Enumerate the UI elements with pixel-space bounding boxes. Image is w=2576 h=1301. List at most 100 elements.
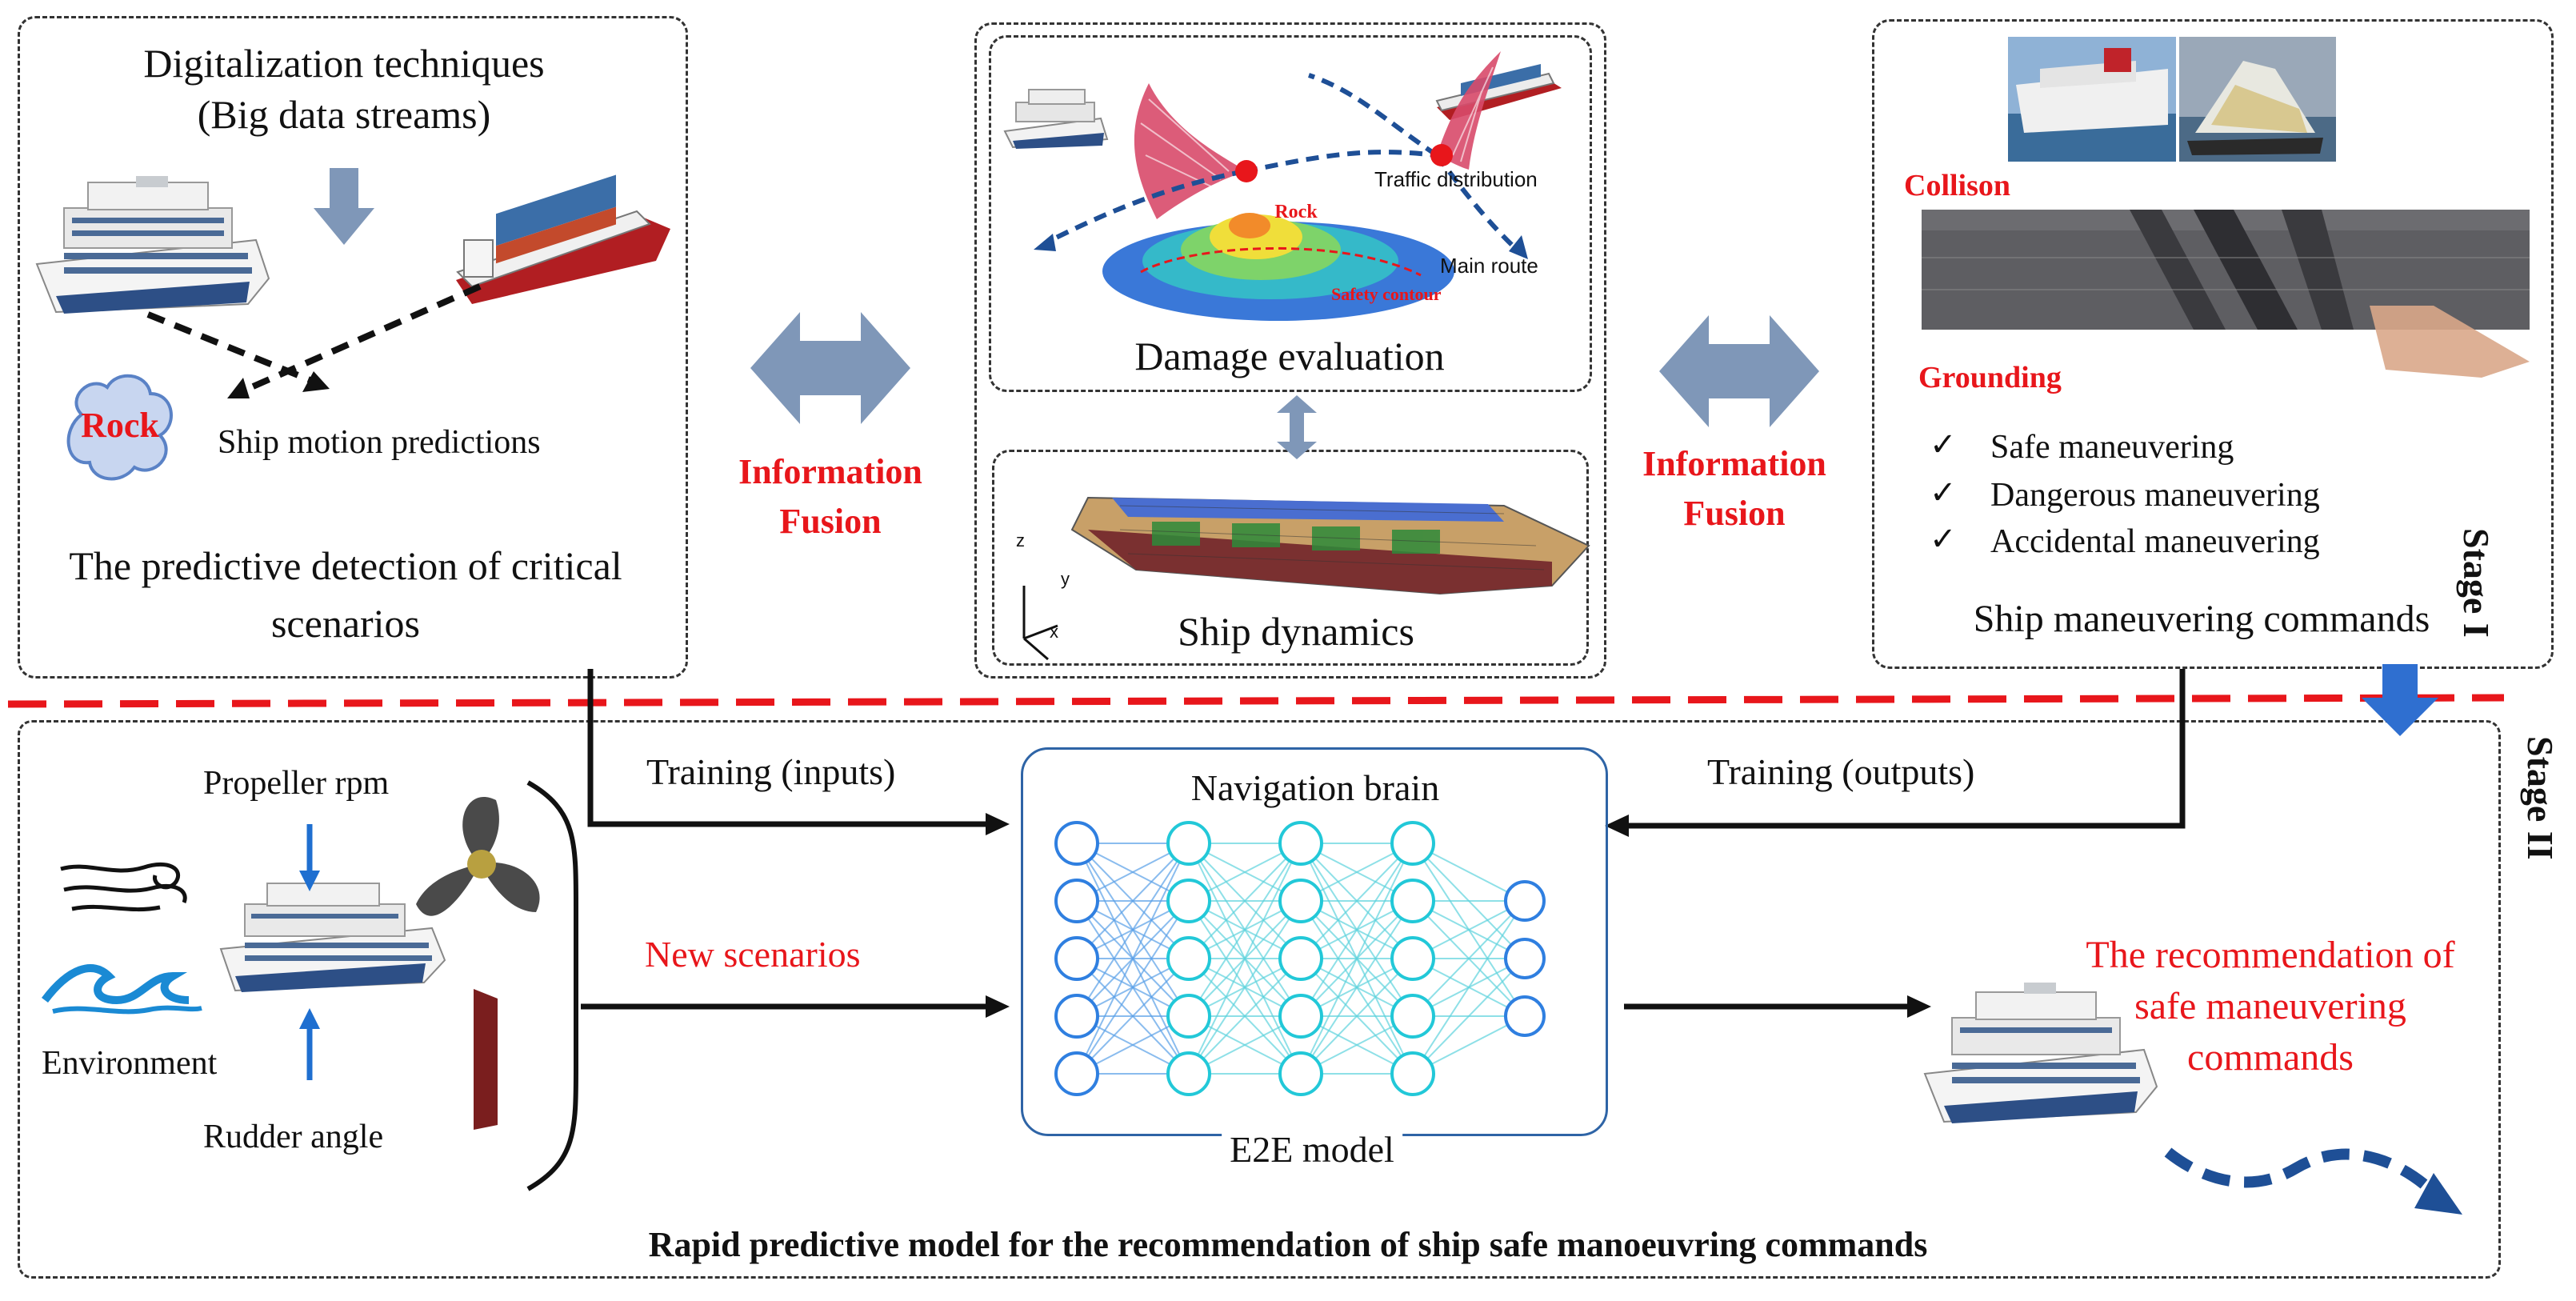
- nn-node: [1390, 821, 1435, 866]
- nn-node: [1390, 1051, 1435, 1096]
- nn-node: [1166, 821, 1211, 866]
- fusion-right-line2: Fusion: [1683, 494, 1786, 533]
- training-outputs-label: Training (outputs): [1707, 751, 1975, 792]
- nn-node: [1166, 1051, 1211, 1096]
- nn-node: [1054, 879, 1099, 923]
- fusion-right-line1: Information: [1642, 444, 1826, 483]
- checklist-item-dangerous: Dangerous maneuvering: [1990, 477, 2320, 514]
- nn-connection: [1188, 843, 1302, 1017]
- nn-node: [1054, 936, 1099, 981]
- rock-label: Rock: [81, 406, 159, 445]
- e2e-model-label: E2E model: [1222, 1129, 1402, 1171]
- ship-dynamics-caption: Ship dynamics: [1178, 609, 1414, 654]
- collision-label: Collison: [1904, 169, 2011, 202]
- nn-connection: [1076, 843, 1190, 1075]
- input-arrows-icon: [299, 824, 320, 1080]
- propeller-rpm-label: Propeller rpm: [203, 765, 390, 802]
- nn-node: [1166, 936, 1211, 981]
- critical-scenarios-caption-2: scenarios: [270, 601, 421, 646]
- nn-connection: [1412, 958, 1526, 1075]
- nn-connection: [1300, 843, 1414, 1017]
- ship-trajectory-arrows: [146, 283, 482, 398]
- critical-scenarios-caption-1: The predictive detection of critical: [69, 543, 622, 588]
- panel-maneuvering-commands: [1872, 19, 2554, 669]
- damage-map-illustration: [1003, 51, 1562, 321]
- nn-connection: [1412, 900, 1526, 1017]
- nn-node: [1278, 1051, 1323, 1096]
- panel-damage-evaluation: [989, 35, 1592, 392]
- axis-y-label: y: [1061, 569, 1070, 589]
- nn-connection: [1188, 958, 1302, 1075]
- vertical-double-arrow-icon: [1277, 395, 1317, 459]
- nn-node: [1390, 936, 1435, 981]
- nn-node: [1278, 936, 1323, 981]
- fusion-double-arrow-left: [750, 312, 910, 424]
- nn-node: [1504, 880, 1546, 922]
- nn-connection: [1300, 843, 1414, 1075]
- checklist-item-safe: Safe maneuvering: [1990, 429, 2234, 466]
- digitalization-heading: Digitalization techniques: [143, 41, 545, 86]
- training-inputs-label: Training (inputs): [646, 751, 896, 792]
- safe-route-arrow: [2164, 1147, 2462, 1215]
- navigation-brain-title: Navigation brain: [1190, 767, 1440, 808]
- fusion-double-arrow-right: [1659, 315, 1819, 427]
- panel-critical-scenarios: [18, 16, 688, 679]
- input-ship-image: [219, 883, 446, 992]
- panel-fusion-center: [974, 22, 1606, 679]
- nn-node: [1054, 821, 1099, 866]
- nn-connection: [1188, 900, 1302, 1075]
- cruise-ship-small-image: [1003, 89, 1109, 149]
- stage-transition-arrow-icon: [2362, 664, 2438, 736]
- nn-node: [1278, 821, 1323, 866]
- big-data-heading: (Big data streams): [197, 92, 491, 137]
- fusion-left-line2: Fusion: [779, 502, 882, 541]
- maneuvering-commands-caption: Ship maneuvering commands: [1973, 598, 2430, 640]
- input-bracket: [526, 780, 578, 1191]
- rudder-angle-label: Rudder angle: [203, 1119, 384, 1155]
- rudder-icon: [474, 989, 498, 1130]
- seabed-terrain: [1102, 213, 1454, 321]
- stage-two-caption: Rapid predictive model for the recommend…: [648, 1225, 1928, 1264]
- container-ship-image: [456, 174, 670, 304]
- nn-connection: [1412, 900, 1526, 1075]
- down-arrow-icon: [314, 168, 374, 245]
- nn-node: [1278, 994, 1323, 1039]
- collision-simulation-image: [1922, 210, 2530, 378]
- nn-connection: [1076, 843, 1190, 1017]
- cruise-ship-image: [35, 176, 270, 314]
- environment-label: Environment: [42, 1045, 218, 1082]
- nn-connection: [1076, 900, 1190, 1075]
- nn-node: [1278, 879, 1323, 923]
- damage-evaluation-caption: Damage evaluation: [1134, 334, 1445, 378]
- new-scenarios-label: New scenarios: [645, 934, 861, 975]
- checklist-check-3: ✓: [1930, 521, 1957, 557]
- neural-network: [1054, 821, 1546, 1096]
- nn-node: [1504, 995, 1546, 1037]
- nn-connection: [1188, 843, 1302, 959]
- nn-node: [1166, 994, 1211, 1039]
- ship-motion-label: Ship motion predictions: [218, 424, 541, 461]
- fusion-left-line1: Information: [738, 452, 922, 491]
- panel-stage-two: [18, 720, 2501, 1279]
- axis-z-label: z: [1016, 530, 1025, 550]
- grounding-photo-right: [2179, 37, 2336, 162]
- nn-connection: [1076, 843, 1190, 959]
- recommendation-line-3: commands: [2187, 1036, 2354, 1079]
- checklist-check-1: ✓: [1930, 426, 1957, 462]
- safety-contour-label: Safety contour: [1331, 284, 1442, 304]
- wind-icon: [60, 862, 187, 912]
- nn-node: [1504, 938, 1546, 979]
- checklist-item-accidental: Accidental maneuvering: [1990, 523, 2320, 560]
- axis-x-label: x: [1050, 622, 1058, 642]
- ship-dynamics-model: [1022, 496, 1590, 661]
- nn-connection: [1188, 843, 1302, 1075]
- nn-node: [1054, 1051, 1099, 1096]
- nn-connection: [1076, 958, 1190, 1075]
- grounding-label: Grounding: [1918, 361, 2062, 394]
- recommendation-line-2: safe maneuvering: [2134, 985, 2406, 1027]
- propeller-icon: [416, 797, 540, 916]
- nn-node: [1054, 994, 1099, 1039]
